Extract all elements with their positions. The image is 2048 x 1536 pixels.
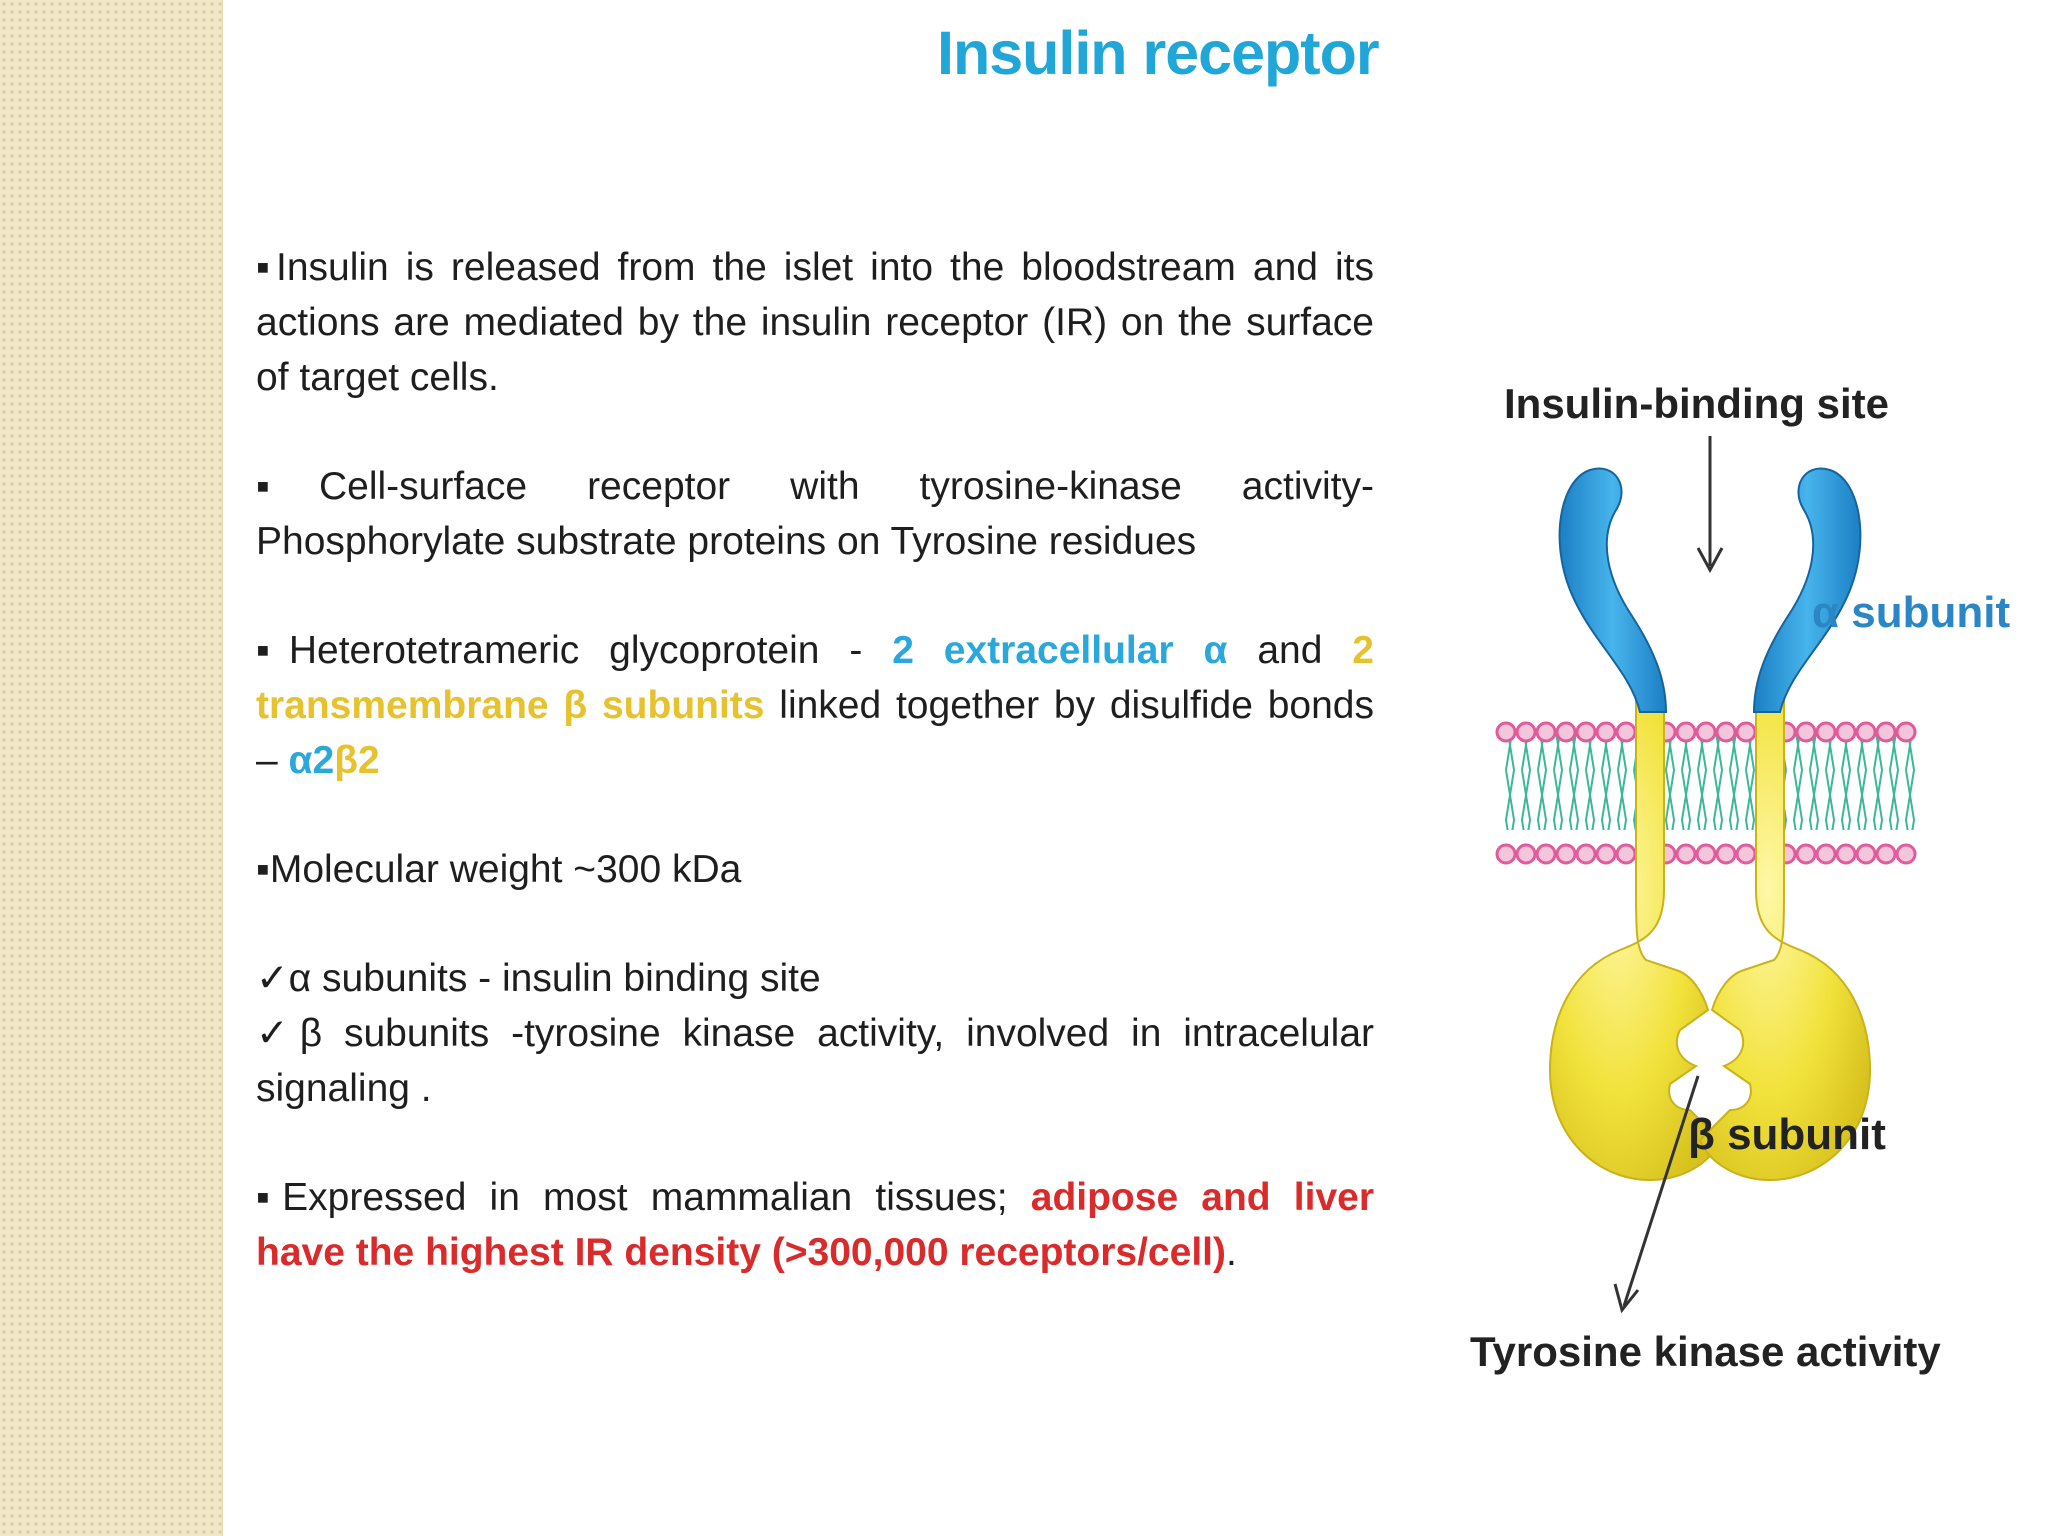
check-alpha-subunits: ✓α subunits - insulin binding site <box>256 957 821 1000</box>
slide-title: Insulin receptor <box>937 19 1380 87</box>
formula-beta2: β2 <box>334 739 380 782</box>
bullet-text: . <box>1225 1231 1237 1274</box>
check-beta-subunits: ✓β subunits -tyrosine kinase activity, i… <box>256 1012 1374 1110</box>
receptor-illustration <box>1495 436 1920 1314</box>
insulin-binding-arrow <box>1696 436 1724 574</box>
label-alpha-subunit: α subunit <box>1812 588 2011 637</box>
label-tyrosine-kinase-activity: Tyrosine kinase activity <box>1470 1328 1941 1375</box>
formula-alpha2: α2 <box>288 739 335 782</box>
insulin-receptor-diagram: Insulin-binding site α subunit β subunit… <box>1440 370 2020 1410</box>
beta-subunit-shape <box>1548 695 1872 1182</box>
decorative-side-border <box>0 0 223 1536</box>
bullet-molecular-weight: ▪Molecular weight ~300 kDa <box>256 848 742 891</box>
bullet-cell-surface-receptor: ▪Cell-surface receptor with tyrosine-kin… <box>256 465 1374 563</box>
tyrosine-kinase-arrow <box>1613 1075 1700 1314</box>
membrane-lipid-tails <box>1500 730 1920 830</box>
bullet-heterotetrameric: ▪Heterotetrameric glycoprotein - 2 extra… <box>256 623 1374 788</box>
bullet-list: ▪Insulin is released from the islet into… <box>256 240 1374 1334</box>
highlight-ir-density: adipose and liver have the highest IR de… <box>256 1176 1374 1274</box>
bullet-expression: ▪Expressed in most mammalian tissues; ad… <box>256 1170 1374 1280</box>
bullet-text: ▪Expressed in most mammalian tissues; <box>256 1176 1031 1219</box>
bullet-text: linked together by disulfide bonds – <box>256 684 1374 782</box>
label-beta-subunit: β subunit <box>1688 1110 1886 1159</box>
highlight-transmembrane-beta: 2 transmembrane β subunits <box>256 629 1374 727</box>
bullet-text: ▪Heterotetrameric glycoprotein - <box>256 629 893 672</box>
bullet-insulin-release: ▪Insulin is released from the islet into… <box>256 246 1374 399</box>
bullet-text: and <box>1227 629 1353 672</box>
label-insulin-binding-site: Insulin-binding site <box>1504 380 1889 427</box>
highlight-extracellular-alpha: 2 extracellular α <box>892 629 1228 672</box>
alpha-subunit-shape <box>1558 467 1862 713</box>
bullet-subunit-roles: ✓α subunits - insulin binding site ✓β su… <box>256 951 1374 1116</box>
